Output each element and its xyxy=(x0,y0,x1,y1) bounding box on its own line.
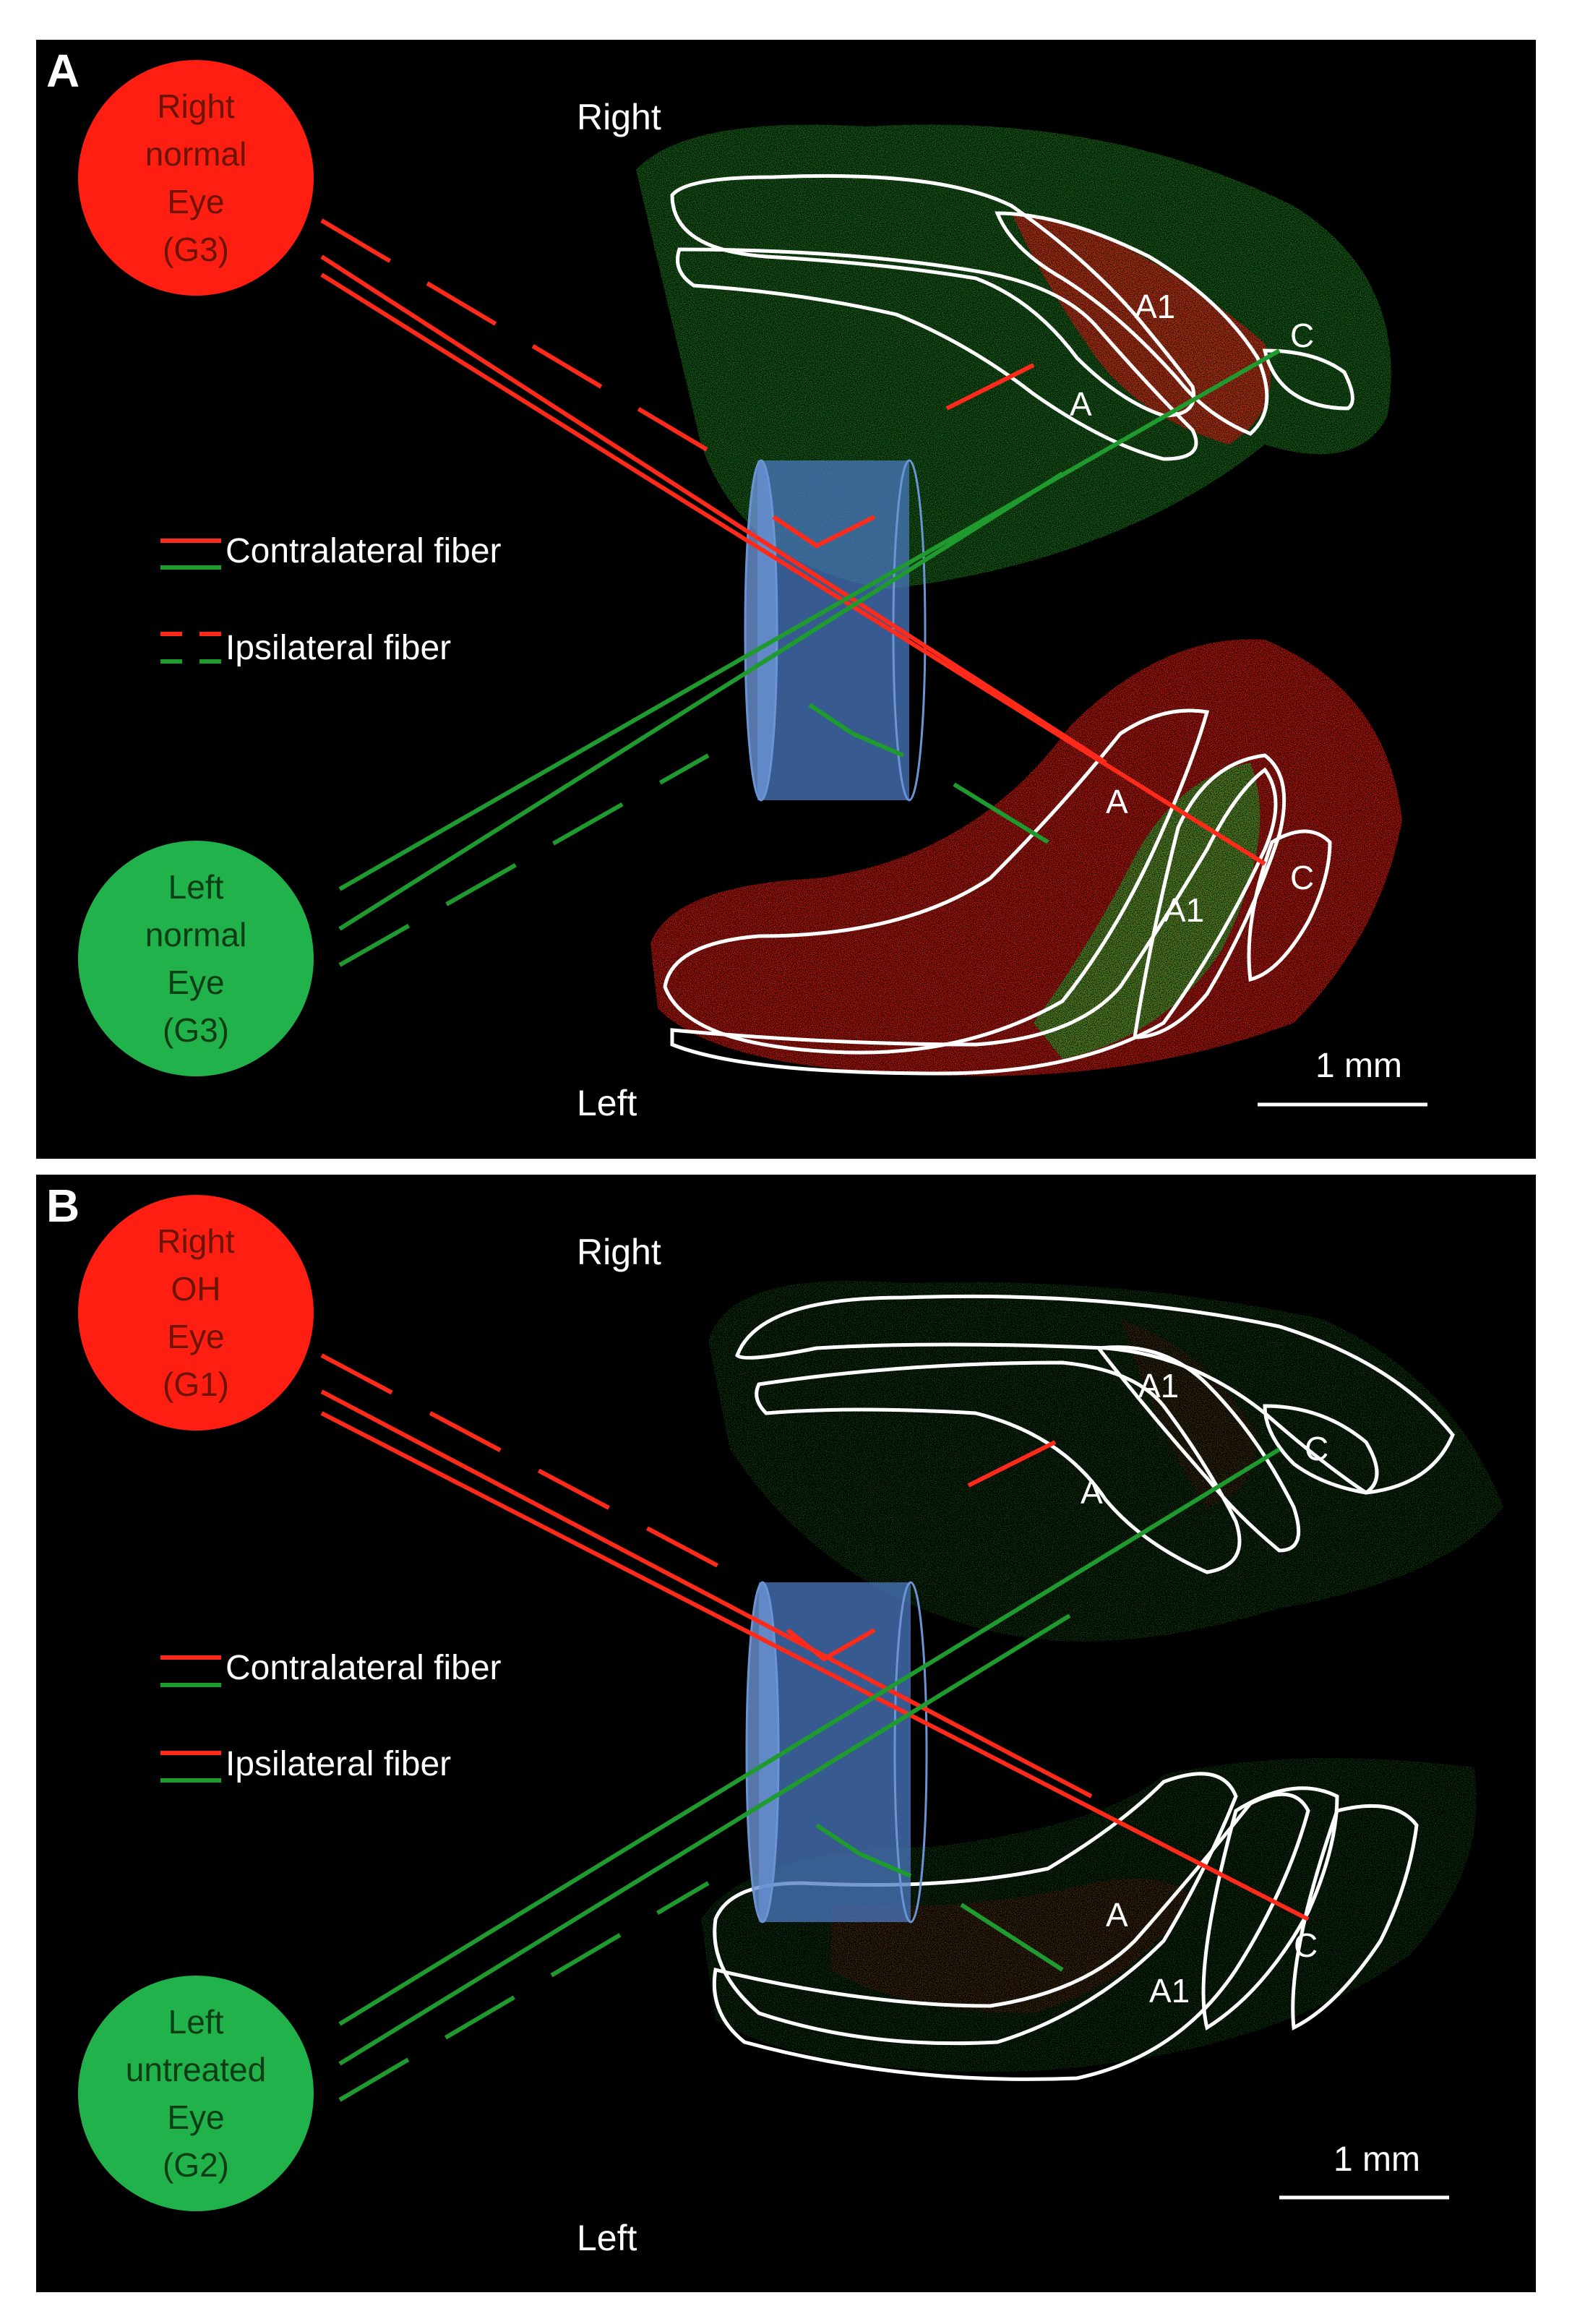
panel-b-diagram: A1 A C A A1 C xyxy=(160,1280,1503,2200)
lgn-top-tissue xyxy=(708,1280,1503,1642)
eye-label-line: Eye xyxy=(167,964,225,1001)
lgn-bottom-tissue xyxy=(650,639,1402,1076)
region-label-a1-bottom: A1 xyxy=(1149,1972,1190,2010)
legend-ipsilateral-label: Ipsilateral fiber xyxy=(226,629,452,667)
eye-label-line: Left xyxy=(168,868,224,906)
eye-label-line: Eye xyxy=(167,183,225,220)
region-label-a1-top: A1 xyxy=(1138,1367,1179,1405)
lgn-top-red-patch xyxy=(1012,213,1271,445)
lgn-bottom-outlines xyxy=(663,708,1332,1076)
eye-label-line: Eye xyxy=(167,2098,225,2136)
region-label-c-top: C xyxy=(1305,1430,1328,1467)
lgn-bottom-faint-red xyxy=(831,1878,1193,2013)
region-label-a-bottom: A xyxy=(1106,1896,1128,1934)
region-label-a1-top: A1 xyxy=(1135,288,1175,325)
right-eye-circle: Right OH Eye (G1) xyxy=(78,1195,314,1431)
green-fibers xyxy=(338,1447,1281,2102)
eye-label-line: Eye xyxy=(167,1318,225,1355)
legend-swatches xyxy=(160,539,221,664)
eye-label-line: Right xyxy=(157,87,235,125)
panel-label: A xyxy=(46,45,80,97)
red-fibers xyxy=(320,218,1266,866)
side-label-right: Right xyxy=(577,97,661,137)
green-fibers xyxy=(338,348,1281,967)
eye-label-line: normal xyxy=(145,135,247,173)
eye-label-line: (G2) xyxy=(163,2146,229,2184)
eye-label-line: OH xyxy=(171,1270,221,1308)
lgn-top-faint-red xyxy=(1120,1319,1258,1507)
eye-label-line: (G1) xyxy=(163,1365,229,1403)
left-eye-circle: Left untreated Eye (G2) xyxy=(78,1976,314,2211)
region-label-a-top: A xyxy=(1070,385,1092,423)
eye-label-line: Left xyxy=(168,2003,224,2041)
side-label-left: Left xyxy=(577,1083,637,1123)
lgn-bottom-green-patch xyxy=(1034,763,1260,1059)
scale-bar-label: 1 mm xyxy=(1333,2140,1420,2179)
region-label-a1-bottom: A1 xyxy=(1164,891,1204,929)
legend-swatches xyxy=(160,1655,221,1783)
panel-a: A1 A C A A1 C A Right normal Eye (G3) Le… xyxy=(36,40,1536,1159)
legend-contralateral-label: Contralateral fiber xyxy=(226,1649,502,1687)
panel-b: A1 A C A A1 C B Right OH Eye (G1) Left u… xyxy=(36,1175,1536,2292)
panel-a-diagram: A1 A C A A1 C xyxy=(160,124,1427,1107)
eye-label-line: Right xyxy=(157,1222,235,1260)
region-label-c-bottom: C xyxy=(1294,1926,1318,1964)
side-label-left: Left xyxy=(577,2218,637,2258)
left-eye-circle: Left normal Eye (G3) xyxy=(78,841,314,1076)
region-label-c-bottom: C xyxy=(1290,859,1314,896)
lgn-top-outlines xyxy=(735,1294,1455,1574)
eye-label-line: normal xyxy=(145,916,247,953)
right-eye-circle: Right normal Eye (G3) xyxy=(78,60,314,296)
region-label-c-top: C xyxy=(1290,317,1314,354)
lgn-top-outlines xyxy=(670,173,1354,461)
eye-label-line: untreated xyxy=(125,2051,267,2088)
scale-bar-label: 1 mm xyxy=(1315,1047,1402,1085)
legend-ipsilateral-label: Ipsilateral fiber xyxy=(226,1745,452,1783)
eye-label-line: (G3) xyxy=(163,231,229,268)
region-label-a-top: A xyxy=(1081,1473,1103,1511)
legend-contralateral-label: Contralateral fiber xyxy=(226,532,502,570)
panel-label: B xyxy=(46,1180,80,1232)
side-label-right: Right xyxy=(577,1232,661,1272)
region-label-a-bottom: A xyxy=(1106,783,1128,820)
eye-label-line: (G3) xyxy=(163,1011,229,1049)
red-fibers xyxy=(320,1353,1310,1921)
